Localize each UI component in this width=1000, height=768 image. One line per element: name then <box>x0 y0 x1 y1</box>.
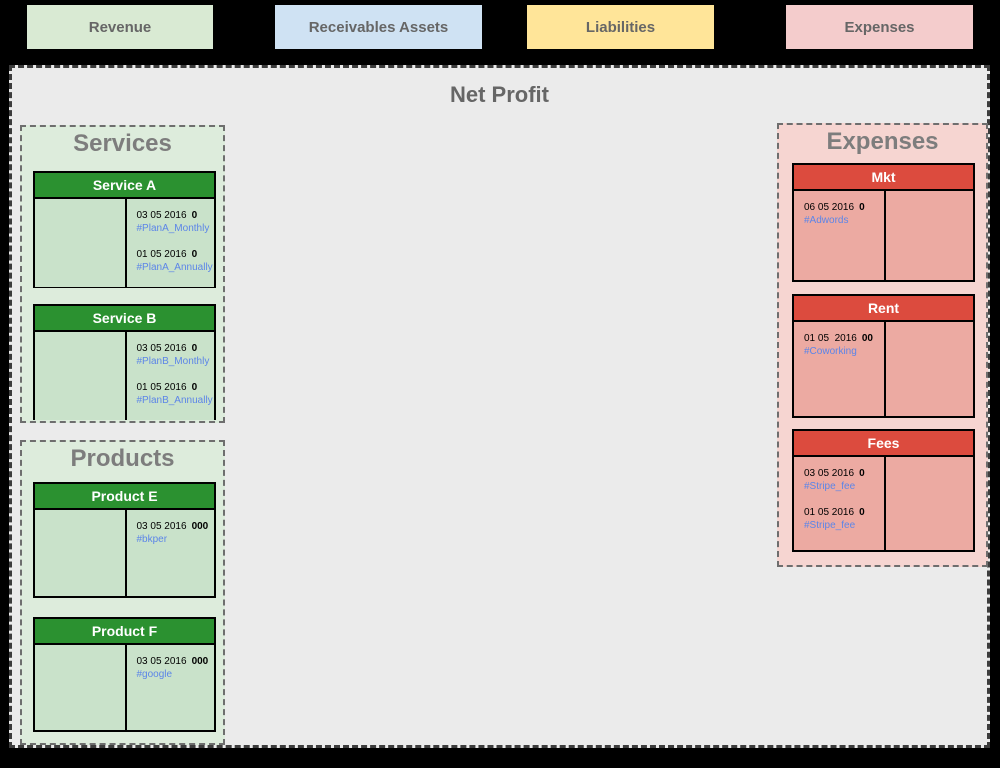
section-title-services: Services <box>73 130 172 157</box>
entry-amount: 0 <box>191 249 198 260</box>
legend-box-receivables-assets: Receivables Assets <box>275 5 482 49</box>
account-title-fees: Fees <box>794 431 973 457</box>
account-title-mkt: Mkt <box>794 165 973 191</box>
account-title-rent: Rent <box>794 296 973 322</box>
entry-amount: 0 <box>191 343 198 354</box>
legend-box-expenses: Expenses <box>786 5 973 49</box>
legend-box-liabilities: Liabilities <box>527 5 714 49</box>
account-title-product-f: Product F <box>35 619 214 645</box>
account-title-product-e: Product E <box>35 484 214 510</box>
entry-amount: 00 <box>861 333 873 344</box>
entry-tag-link[interactable]: #Adwords <box>804 215 849 226</box>
section-title-products: Products <box>70 445 175 472</box>
entry-amount: 000 <box>191 521 209 532</box>
entry-tag-link[interactable]: #PlanA_Annually <box>136 262 213 273</box>
legend-label-revenue: Revenue <box>88 18 152 36</box>
entry-amount: 000 <box>191 656 209 667</box>
entry-amount: 0 <box>191 210 198 221</box>
net-profit-title: Net Profit <box>450 82 549 107</box>
entry-tag-link[interactable]: #bkper <box>136 534 168 545</box>
legend-label-receivables-assets: Receivables Assets <box>308 18 449 36</box>
account-title-service-a: Service A <box>35 173 214 199</box>
entry-amount: 0 <box>859 468 865 479</box>
entry-tag-link[interactable]: #PlanA_Monthly <box>136 223 210 234</box>
entry-amount: 0 <box>859 507 865 518</box>
entry-tag-link[interactable]: #PlanB_Monthly <box>136 356 210 367</box>
entry-tag-link[interactable]: #Stripe_fee <box>804 520 856 531</box>
debit-column <box>35 332 125 420</box>
legend-label-expenses: Expenses <box>844 18 915 36</box>
entry-amount: 0 <box>191 382 198 393</box>
net-profit-container: Net Profit Services Service A 03 05 2016… <box>9 65 990 748</box>
entry-amount: 0 <box>859 202 865 213</box>
entry-tag-link[interactable]: #Coworking <box>804 346 857 357</box>
entry-tag-link[interactable]: #PlanB_Annually <box>136 395 213 406</box>
account-title-service-b: Service B <box>35 306 214 332</box>
debit-column <box>35 199 125 287</box>
credit-column <box>883 191 974 280</box>
section-title-expenses: Expenses <box>826 128 939 155</box>
debit-column <box>35 510 125 596</box>
entry-tag-link[interactable]: #Stripe_fee <box>804 481 856 492</box>
legend-label-liabilities: Liabilities <box>585 18 656 36</box>
credit-column <box>883 322 974 416</box>
credit-column <box>883 457 974 550</box>
legend-box-revenue: Revenue <box>27 5 213 49</box>
debit-column <box>35 645 125 730</box>
entry-tag-link[interactable]: #google <box>136 669 173 680</box>
